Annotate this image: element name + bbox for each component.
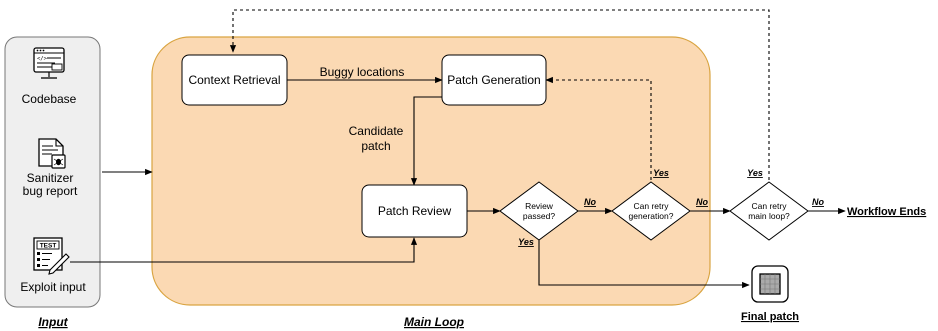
- retry-generation-decision: Can retry generation?: [611, 181, 691, 241]
- codebase-label: Codebase: [22, 92, 77, 106]
- patch-review-node: Patch Review: [361, 184, 468, 238]
- yes-label-gen: Yes: [653, 168, 669, 178]
- retry-generation-line1: Can retry: [634, 201, 670, 211]
- review-passed-line1: Review: [525, 201, 554, 211]
- buggy-locations-label: Buggy locations: [320, 65, 405, 79]
- svg-text:</>: </>: [37, 56, 48, 62]
- no-label-3: No: [812, 197, 824, 207]
- retry-main-loop-decision: Can retry main loop?: [729, 181, 809, 241]
- patch-generation-label: Patch Generation: [447, 73, 540, 87]
- input-panel: [4, 36, 101, 308]
- no-label-2: No: [696, 197, 708, 207]
- exploit-to-review-arrow: [70, 237, 418, 263]
- sanitizer-label-line2: bug report: [23, 184, 78, 198]
- workflow-ends-label: Workflow Ends: [847, 206, 926, 218]
- review-passed-decision: Review passed?: [499, 181, 579, 241]
- final-patch-label: Final patch: [741, 311, 799, 323]
- candidate-label-line1: Candidate: [349, 124, 404, 138]
- input-section-label: Input: [38, 315, 68, 329]
- patch-generation-node: Patch Generation: [441, 54, 547, 106]
- bug-report-icon: [38, 138, 66, 169]
- retry-main-yes-arrow: [229, 9, 770, 180]
- no-label-1: No: [584, 197, 596, 207]
- review-passed-line2: passed?: [523, 211, 555, 221]
- retry-generation-line2: generation?: [629, 211, 674, 221]
- review-yes-to-final-arrow: [538, 240, 750, 289]
- retry-main-line2: main loop?: [748, 211, 790, 221]
- yes-label-review: Yes: [518, 237, 534, 247]
- yes-label-main: Yes: [747, 168, 763, 178]
- candidate-label-line2: patch: [361, 139, 390, 153]
- final-patch-icon: [751, 265, 789, 303]
- context-retrieval-label: Context Retrieval: [188, 73, 280, 87]
- context-retrieval-node: Context Retrieval: [181, 54, 288, 106]
- exploit-label: Exploit input: [20, 280, 86, 294]
- exploit-test-icon: TEST: [33, 237, 70, 275]
- sanitizer-label-line1: Sanitizer: [27, 171, 74, 185]
- codebase-icon: </>: [33, 47, 65, 79]
- main-loop-section-label: Main Loop: [404, 315, 464, 329]
- retry-generation-yes-arrow: [545, 76, 652, 180]
- test-tag: TEST: [40, 243, 57, 250]
- retry-main-line1: Can retry: [752, 201, 788, 211]
- patch-review-label: Patch Review: [378, 204, 452, 218]
- candidate-patch-arrow: [410, 96, 442, 186]
